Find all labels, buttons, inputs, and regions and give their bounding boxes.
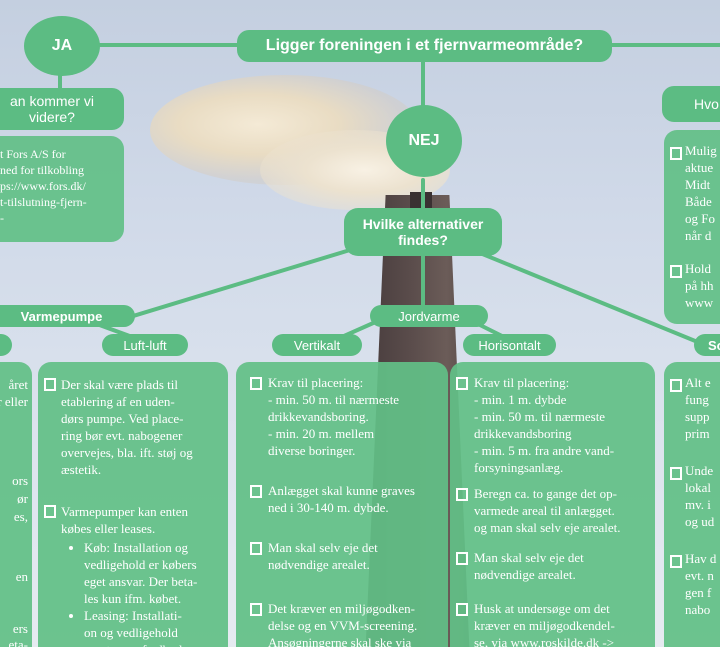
horizontal-item-1-text: Krav til placering: - min. 1 m. dybde - …: [474, 375, 615, 475]
yes-node-label: JA: [51, 37, 73, 54]
solar-box: Alt e fung supp prim Unde lokal mv. i og…: [664, 362, 720, 647]
checkbox-icon[interactable]: [250, 603, 262, 616]
checkbox-icon[interactable]: [456, 552, 468, 565]
left-cut-box: året er eller ors ør es, en ers eta-: [0, 362, 32, 647]
vertical-item-4: Det kræver en miljøgodken- delse og en V…: [250, 600, 446, 647]
vertical-item-1: Krav til placering: - min. 50 m. til nær…: [250, 374, 446, 459]
left-fragment-7: ers: [12, 621, 28, 636]
checkbox-icon[interactable]: [456, 377, 468, 390]
checkbox-icon[interactable]: [250, 485, 262, 498]
left-fragment-3: ors: [12, 473, 28, 488]
left-fragment-1: året: [8, 377, 28, 392]
ground-heat-label: Jordvarme: [398, 308, 460, 324]
vertical-label: Vertikalt: [293, 337, 341, 353]
bullet-buy: Køb: Installation og vedligehold er købe…: [84, 539, 224, 607]
horizontal-item-4-text: Husk at undersøge om det kræver en miljø…: [474, 601, 615, 647]
checkbox-icon[interactable]: [670, 467, 682, 480]
left-fragment-5: es,: [13, 509, 28, 524]
checkbox-icon[interactable]: [44, 378, 56, 391]
horizontal-item-4: Husk at undersøge om det kræver en miljø…: [456, 600, 652, 647]
air-air-box: Der skal være plads til etablering af en…: [38, 362, 228, 647]
alternatives-node: Hvilke alternativer findes?: [344, 208, 502, 256]
solar-item-2: Unde lokal mv. i og ud: [670, 463, 715, 530]
air-air-item-1-text: Der skal være plads til etablering af en…: [61, 377, 193, 477]
yes-question: an kommer vi videre?: [0, 88, 124, 130]
horizontal-item-2: Beregn ca. to gange det op- varmede area…: [456, 485, 652, 536]
right-item-1: Mulig aktue Midt Både og Fo når d: [670, 143, 717, 244]
yes-info-text: t Fors A/S for ned for tilkobling ps://w…: [0, 147, 87, 225]
left-fragment-4: ør: [17, 491, 28, 506]
checkbox-icon[interactable]: [670, 265, 682, 278]
vertical-item-2: Anlægget skal kunne graves ned i 30-140 …: [250, 482, 446, 516]
right-info-box: Mulig aktue Midt Både og Fo når d Hold p…: [664, 130, 720, 324]
solar-item-3-text: Hav d evt. n gen f nabo: [685, 551, 717, 617]
no-node: NEJ: [386, 105, 462, 177]
alternatives-label: Hvilke alternativer findes?: [362, 216, 484, 248]
solar-item-1: Alt e fung supp prim: [670, 375, 711, 442]
air-air-item-2: Varmepumper kan enten købes eller leases…: [44, 503, 224, 647]
air-air-item-2-text: Varmepumper kan enten købes eller leases…: [61, 504, 189, 536]
yes-info-box: t Fors A/S for ned for tilkobling ps://w…: [0, 136, 124, 242]
bullet-lease: Leasing: Installati- on og vedligehold v…: [84, 607, 224, 647]
right-item-2-text: Hold på hh www: [685, 261, 714, 310]
checkbox-icon[interactable]: [670, 147, 682, 160]
air-air-item-1: Der skal være plads til etablering af en…: [44, 376, 224, 478]
vertical-box: Krav til placering: - min. 50 m. til nær…: [236, 362, 448, 647]
checkbox-icon[interactable]: [44, 505, 56, 518]
solar-node: So: [694, 334, 720, 356]
right-item-2: Hold på hh www: [670, 261, 714, 311]
solar-item-1-text: Alt e fung supp prim: [685, 375, 711, 441]
right-question: Hvo: [662, 86, 720, 122]
root-question: Ligger foreningen i et fjernvarmeområde?: [237, 30, 612, 62]
horizontal-box: Krav til placering: - min. 1 m. dybde - …: [450, 362, 655, 647]
air-air-bullets: Køb: Installation og vedligehold er købe…: [44, 539, 224, 647]
vertical-item-1-text: Krav til placering: - min. 50 m. til nær…: [268, 375, 400, 458]
horizontal-label: Horisontalt: [478, 337, 541, 353]
checkbox-icon[interactable]: [250, 377, 262, 390]
root-question-label: Ligger foreningen i et fjernvarmeområde?: [265, 37, 584, 54]
no-node-label: NEJ: [408, 132, 440, 149]
checkbox-icon[interactable]: [250, 542, 262, 555]
checkbox-icon[interactable]: [670, 379, 682, 392]
checkbox-icon[interactable]: [456, 603, 468, 616]
heat-pump-node: Varmepumpe: [0, 305, 135, 327]
left-fragment-2: er eller: [0, 394, 28, 409]
checkbox-icon[interactable]: [670, 555, 682, 568]
vertical-item-4-text: Det kræver en miljøgodken- delse og en V…: [268, 601, 418, 647]
right-item-1-text: Mulig aktue Midt Både og Fo når d: [685, 143, 717, 243]
left-fragment-8: eta-: [8, 637, 28, 647]
horizontal-item-3-text: Man skal selv eje det nødvendige arealet…: [474, 550, 584, 582]
checkbox-icon[interactable]: [456, 488, 468, 501]
vertical-item-3: Man skal selv eje det nødvendige arealet…: [250, 539, 446, 573]
yes-node: JA: [24, 16, 100, 76]
horizontal-node: Horisontalt: [463, 334, 556, 356]
heat-pump-label: Varmepumpe: [20, 308, 103, 324]
air-air-label: Luft-luft: [123, 337, 167, 353]
right-question-label: Hvo: [694, 96, 719, 112]
yes-question-label: an kommer vi videre?: [9, 93, 95, 125]
vertical-node: Vertikalt: [272, 334, 362, 356]
vertical-item-3-text: Man skal selv eje det nødvendige arealet…: [268, 540, 378, 572]
horizontal-item-1: Krav til placering: - min. 1 m. dybde - …: [456, 374, 652, 476]
horizontal-item-2-text: Beregn ca. to gange det op- varmede area…: [474, 486, 621, 535]
solar-label: So: [708, 337, 720, 353]
ground-heat-node: Jordvarme: [370, 305, 488, 327]
horizontal-item-3: Man skal selv eje det nødvendige arealet…: [456, 549, 652, 583]
solar-item-3: Hav d evt. n gen f nabo: [670, 551, 717, 618]
solar-item-2-text: Unde lokal mv. i og ud: [685, 463, 715, 529]
air-air-node: Luft-luft: [102, 334, 188, 356]
vertical-item-2-text: Anlægget skal kunne graves ned i 30-140 …: [268, 483, 415, 515]
left-cut-node: [0, 334, 12, 356]
left-fragment-6: en: [15, 569, 28, 584]
